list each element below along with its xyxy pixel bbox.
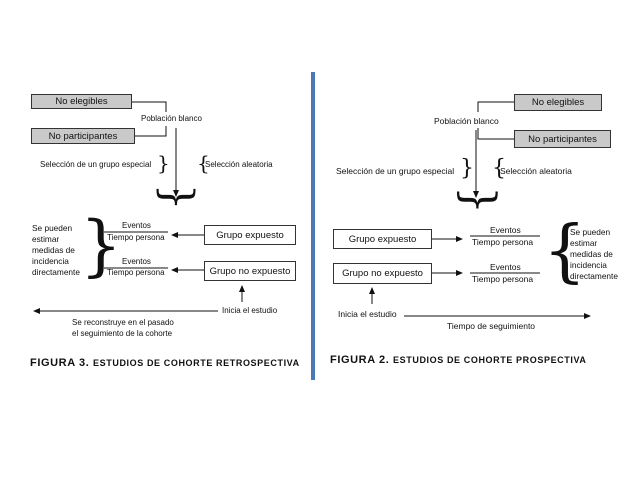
fig2-seleccion-especial: Selección de un grupo especial	[336, 166, 455, 176]
fig3-caption-text: ESTUDIOS DE COHORTE RETROSPECTIVA	[93, 358, 300, 368]
fig2-inicia-estudio: Inicia el estudio	[338, 309, 397, 319]
fig3-seleccion-aleatoria: Selección aleatoria	[205, 160, 273, 169]
fig2-grupo-no-expuesto-label: Grupo no expuesto	[342, 268, 423, 279]
fig2-grupo-expuesto-box: Grupo expuesto	[333, 229, 432, 249]
fig2-seleccion-aleatoria: Selección aleatoria	[500, 166, 572, 176]
fig2-grupo-no-expuesto-box: Grupo no expuesto	[333, 263, 432, 284]
fig2-brace-close: }	[460, 156, 474, 181]
fig3-eventos-2: Eventos	[122, 257, 151, 266]
fig3-no-participantes-label: No participantes	[48, 130, 118, 142]
fig3-tiempo-persona-1: Tiempo persona	[107, 233, 165, 242]
fig3-caption-label: FIGURA 3.	[30, 357, 90, 369]
fig2-caption-label: FIGURA 2.	[330, 354, 390, 366]
fig3-no-participantes-box: No participantes	[31, 128, 135, 144]
fig2-tiempo-seguimiento: Tiempo de seguimiento	[447, 321, 536, 331]
fig2-caption: FIGURA 2. ESTUDIOS DE COHORTE PROSPECTIV…	[330, 355, 587, 366]
fig3-connector-no-elegibles	[132, 101, 167, 112]
fig3-se-pueden-text: Se pueden estimar medidas de incidencia …	[32, 223, 80, 277]
fig2-eventos-2: Eventos	[490, 262, 521, 272]
fig2-grupo-expuesto-label: Grupo expuesto	[348, 233, 417, 245]
fig2-no-participantes-box: No participantes	[514, 130, 611, 148]
fig3-poblacion-blanco: Población blanco	[141, 114, 202, 123]
fig2-no-elegibles-box: No elegibles	[514, 94, 602, 111]
fig3-grupo-expuesto-box: Grupo expuesto	[204, 225, 296, 245]
fig3-brace-close: }	[157, 151, 170, 175]
fig2-se-pueden-text: Se pueden estimar medidas de incidencia …	[570, 227, 618, 281]
fig2-poblacion-blanco: Población blanco	[434, 116, 499, 126]
fig2-no-participantes-label: No participantes	[528, 133, 597, 145]
fig3-tiempo-persona-2: Tiempo persona	[107, 268, 165, 277]
fig2-connector-no-participantes	[477, 128, 514, 140]
fig2-connector-no-elegibles	[477, 101, 514, 112]
fig3-brace-big: }	[80, 207, 122, 284]
fig3-seguimiento-cohorte: el seguimiento de la cohorte	[72, 329, 173, 338]
fig3-seleccion-especial: Selección de un grupo especial	[40, 160, 152, 169]
fig2-tiempo-persona-1: Tiempo persona	[472, 237, 534, 247]
fig3-brace-open: {	[197, 151, 210, 175]
fig2-brace-open: {	[492, 156, 506, 181]
fig3-inicia-estudio: Inicia el estudio	[222, 306, 278, 315]
fig3-reconstruye: Se reconstruye en el pasado	[72, 318, 174, 327]
figure-divider	[311, 72, 315, 380]
fig3-grupo-expuesto-label: Grupo expuesto	[216, 229, 284, 241]
fig2-brace-merge: }	[453, 186, 504, 214]
fig3-grupo-no-expuesto-box: Grupo no expuesto	[204, 261, 296, 281]
fig3-connector-no-participantes	[135, 126, 167, 137]
fig3-grupo-no-expuesto-label: Grupo no expuesto	[209, 265, 291, 277]
fig3-no-elegibles-label: No elegibles	[55, 96, 108, 107]
fig2-brace-big: {	[543, 212, 587, 291]
fig2-tiempo-persona-2: Tiempo persona	[472, 274, 534, 284]
fig3-caption: FIGURA 3. ESTUDIOS DE COHORTE RETROSPECT…	[30, 358, 300, 369]
fig2-eventos-1: Eventos	[490, 225, 521, 235]
fig3-brace-merge: }	[153, 183, 203, 211]
fig3-no-elegibles-box: No elegibles	[31, 94, 132, 109]
fig3-eventos-1: Eventos	[122, 221, 151, 230]
fig2-caption-text: ESTUDIOS DE COHORTE PROSPECTIVA	[393, 355, 587, 365]
fig2-no-elegibles-label: No elegibles	[531, 97, 585, 108]
